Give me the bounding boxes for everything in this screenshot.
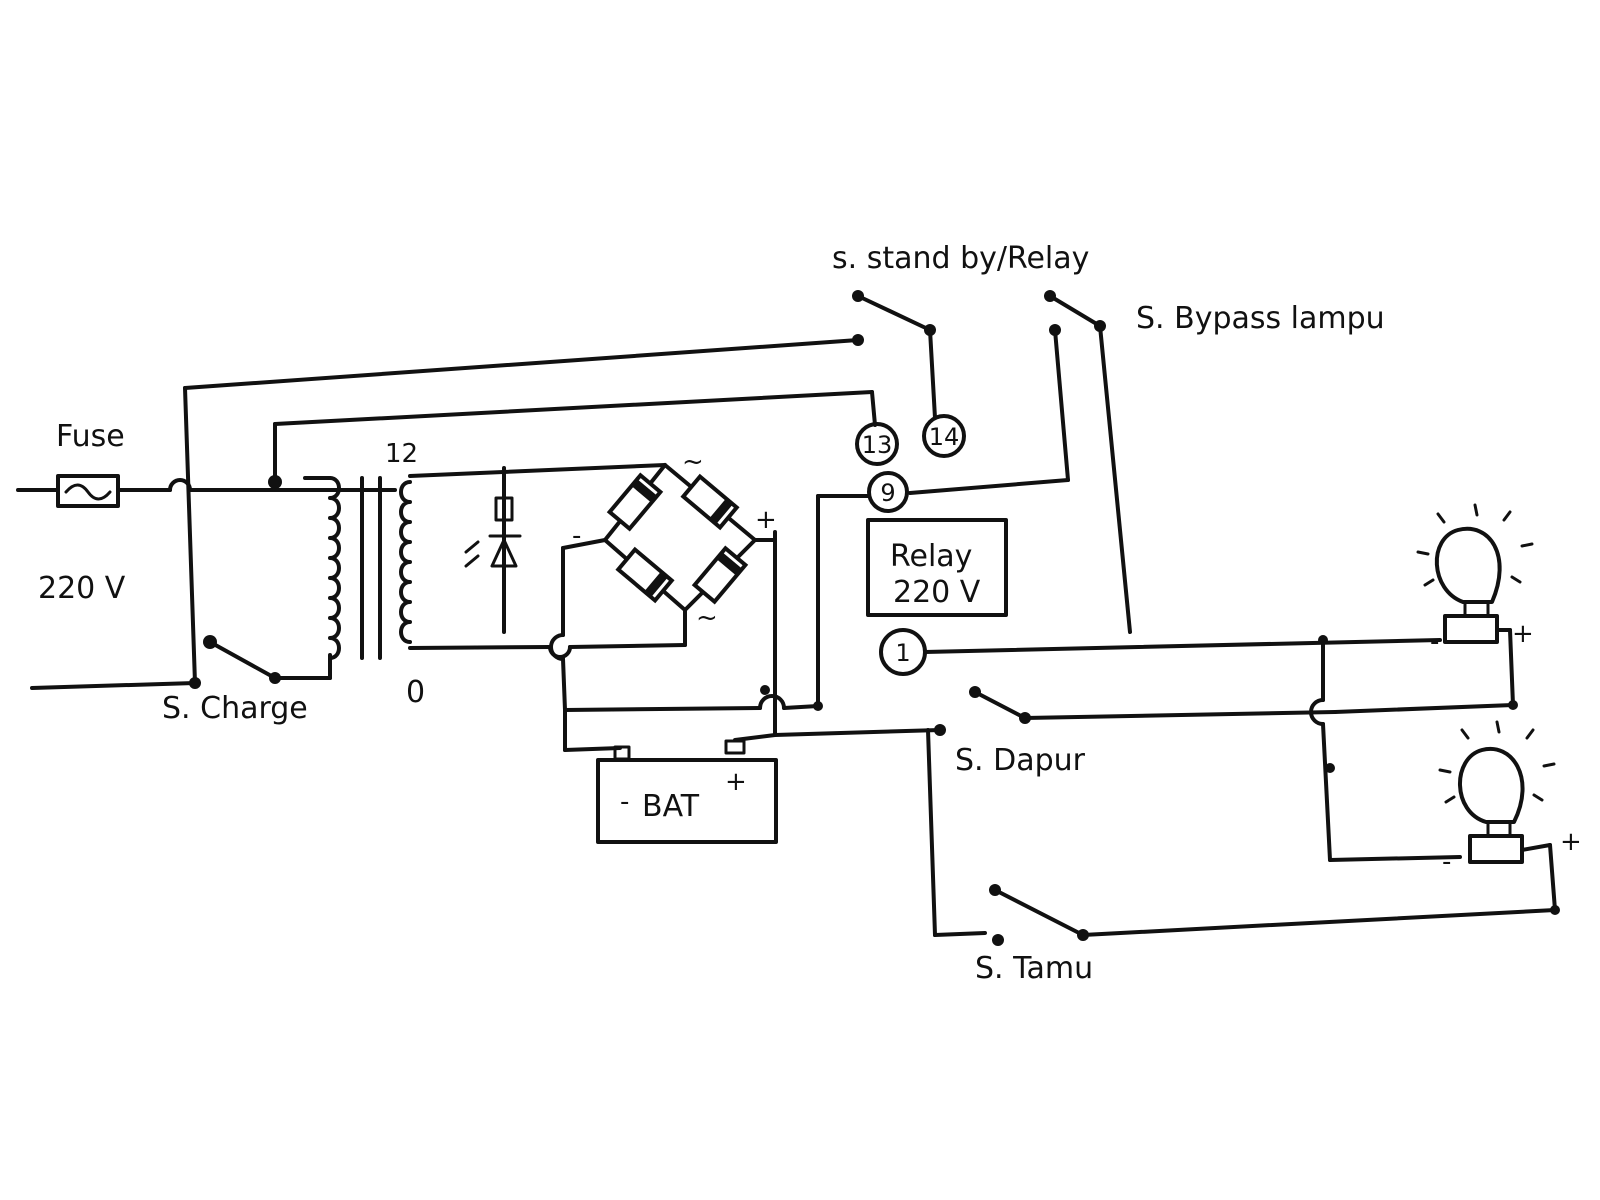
junction-dot — [934, 724, 946, 736]
junction-dot — [760, 685, 770, 695]
charge-switch-label: S. Charge — [162, 691, 308, 726]
battery-label: BAT — [642, 789, 700, 824]
relay-pin-9-label: 9 — [880, 479, 895, 507]
rectifier-minus-sign: - — [572, 521, 581, 551]
tamu-switch-label: S. Tamu — [975, 951, 1093, 986]
rectifier-plus-sign: + — [755, 505, 777, 535]
secondary-tap-12-label: 12 — [385, 439, 418, 469]
transformer-primary-coil — [303, 476, 341, 660]
dapur-switch-label: S. Dapur — [955, 743, 1086, 778]
dapur-switch-symbol — [969, 686, 1031, 724]
lamp-plus-sign: + — [1560, 827, 1582, 857]
fuse-symbol — [56, 474, 120, 508]
zener-diode-indicator — [464, 466, 522, 634]
lamp-wiring — [923, 628, 1557, 937]
standby-switch-symbol — [852, 290, 937, 420]
battery-minus-sign: - — [620, 787, 629, 817]
lamp-minus-sign: - — [1442, 847, 1451, 877]
transformer-secondary-coil — [399, 463, 687, 659]
relay-pin-14-label: 14 — [929, 423, 960, 451]
bridge-rectifier — [549, 463, 777, 712]
dc-bus-wiring — [563, 494, 987, 937]
tamu-switch-symbol — [989, 884, 1089, 946]
mains-voltage-label: 220 V — [38, 571, 126, 606]
relay-box — [866, 518, 1008, 617]
lamp-plus-sign: + — [1512, 619, 1534, 649]
relay-voltage-label: 220 V — [893, 575, 981, 610]
junction-dot — [189, 677, 201, 689]
lamp-minus-sign: - — [1430, 627, 1439, 657]
standby-switch-label: s. stand by/Relay — [832, 241, 1089, 276]
mains-wiring — [16, 338, 877, 690]
battery-symbol — [596, 739, 778, 844]
junction-dot — [813, 701, 823, 711]
bypass-switch-label: S. Bypass lampu — [1136, 301, 1385, 336]
lamp-icon — [1438, 720, 1556, 864]
lamp-icon — [1416, 503, 1534, 644]
terminal-dot — [852, 334, 864, 346]
rectifier-ac-sign: ~ — [682, 447, 704, 477]
battery-plus-sign: + — [725, 767, 747, 797]
bypass-switch-symbol — [908, 290, 1132, 634]
junction-dot — [268, 475, 282, 489]
relay-pin-13-label: 13 — [862, 431, 893, 459]
transformer-core — [360, 476, 382, 660]
charge-switch-symbol — [203, 635, 281, 684]
fuse-label: Fuse — [56, 419, 125, 454]
relay-name-label: Relay — [890, 539, 972, 574]
secondary-tap-0-label: 0 — [406, 675, 425, 710]
relay-pin-1-label: 1 — [895, 639, 910, 667]
junction-dot — [1318, 635, 1328, 645]
junction-dot — [1508, 700, 1518, 710]
rectifier-ac-sign: ~ — [696, 603, 718, 633]
junction-dot — [1550, 905, 1560, 915]
junction-dot — [1325, 763, 1335, 773]
